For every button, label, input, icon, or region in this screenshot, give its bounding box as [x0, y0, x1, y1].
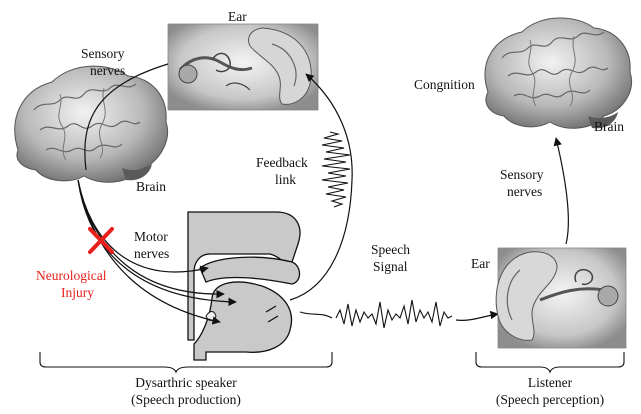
listener-sensory-nerves-label-line1: Sensory	[500, 167, 544, 183]
speaker-bracket	[40, 352, 332, 372]
listener-sensory-nerves-label-line2: nerves	[507, 184, 542, 200]
feedback-waveform	[322, 132, 350, 207]
speaker-caption-line1: Dysarthric speaker	[96, 375, 276, 391]
speech-signal-waveform-wave	[336, 300, 452, 328]
speech-signal-label-line2: Signal	[373, 259, 408, 275]
listener-sensory-nerve-arrow	[556, 138, 568, 244]
speaker-sensory-nerves-label-line2: nerves	[90, 63, 125, 79]
listener-bracket	[476, 352, 624, 372]
speaker-brain-image	[15, 66, 168, 182]
motor-nerves-label-line1: Motor	[134, 229, 168, 245]
signal-to-listener-arrow	[456, 314, 498, 320]
speech-signal-label-line1: Speech	[371, 242, 410, 258]
feedback-link-label-line1: Feedback	[256, 155, 308, 171]
speaker-caption-line2: (Speech production)	[96, 392, 276, 408]
listener-ear-label: Ear	[471, 256, 490, 272]
speaker-brain-label: Brain	[136, 179, 166, 195]
speaker-ear-label: Ear	[228, 9, 247, 25]
speaker-ear-image	[168, 24, 318, 110]
vocal-tract-diagram	[188, 212, 300, 360]
feedback-link-label-line2: link	[275, 172, 296, 188]
speaker-sensory-nerves-label-line1: Sensory	[81, 46, 125, 62]
injury-cross-icon	[90, 229, 112, 252]
neurological-injury-label-line2: Injury	[61, 285, 94, 301]
neurological-injury-label-line1: Neurological	[36, 268, 106, 284]
listener-ear-image	[496, 248, 626, 348]
motor-nerves-label-line2: nerves	[134, 246, 169, 262]
listener-brain-image	[485, 18, 632, 128]
listener-caption-line1: Listener	[490, 375, 610, 391]
speech-signal-waveform	[300, 312, 332, 318]
listener-brain-label: Brain	[594, 119, 624, 135]
listener-caption-line2: (Speech perception)	[485, 392, 615, 408]
listener-cognition-label: Congnition	[414, 77, 475, 93]
